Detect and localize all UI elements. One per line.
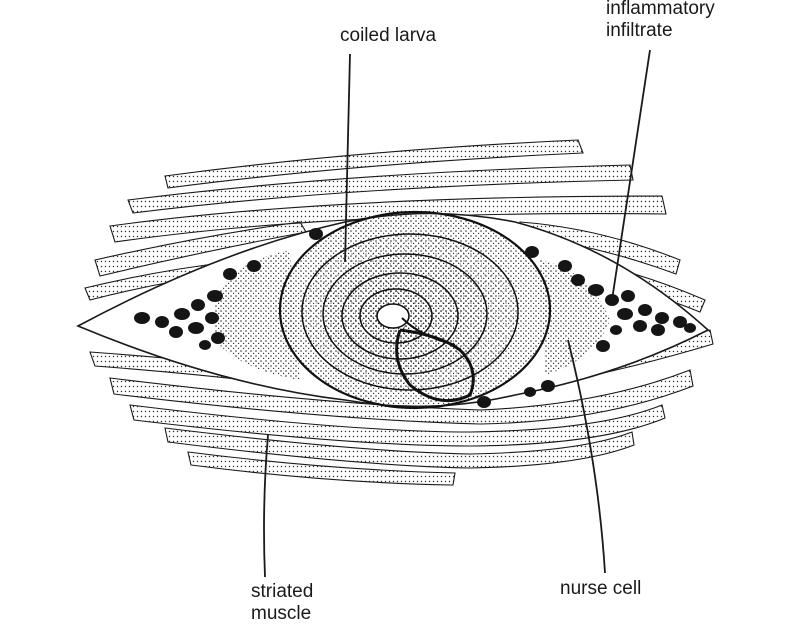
muscle-fiber bbox=[127, 164, 634, 214]
label-inflammatory-line2: infiltrate bbox=[606, 20, 673, 41]
muscle-fiber bbox=[129, 404, 666, 447]
label-striated-line1: striated bbox=[251, 581, 314, 602]
leader-line-inflammatory-infiltrate bbox=[611, 49, 651, 301]
label-coiled-larva-text: coiled larva bbox=[340, 25, 437, 46]
label-coiled-larva: coiled larva bbox=[340, 25, 436, 47]
label-inflammatory-infiltrate: inflammatory infiltrate bbox=[606, 0, 715, 42]
muscle-fiber bbox=[109, 195, 667, 243]
label-striated-muscle: striated muscle bbox=[251, 581, 313, 625]
label-inflammatory-line1: inflammatory bbox=[606, 0, 715, 19]
label-striated-line2: muscle bbox=[251, 603, 312, 624]
muscle-fiber bbox=[164, 139, 584, 189]
nurse-cell-cytoplasm-left bbox=[215, 250, 300, 380]
inflammatory-cells bbox=[134, 228, 696, 408]
coiled-larva bbox=[278, 210, 552, 410]
leader-lines bbox=[263, 49, 651, 578]
muscle-fiber bbox=[164, 427, 635, 469]
leader-line-striated-muscle bbox=[263, 434, 269, 578]
label-nurse-cell: nurse cell bbox=[560, 578, 641, 600]
label-nurse-cell-text: nurse cell bbox=[560, 578, 642, 599]
nurse-cell-cytoplasm-right bbox=[540, 260, 610, 375]
leader-line-nurse-cell bbox=[567, 339, 606, 574]
muscle-fiber bbox=[109, 369, 694, 425]
leader-line-coiled-larva bbox=[344, 53, 351, 263]
